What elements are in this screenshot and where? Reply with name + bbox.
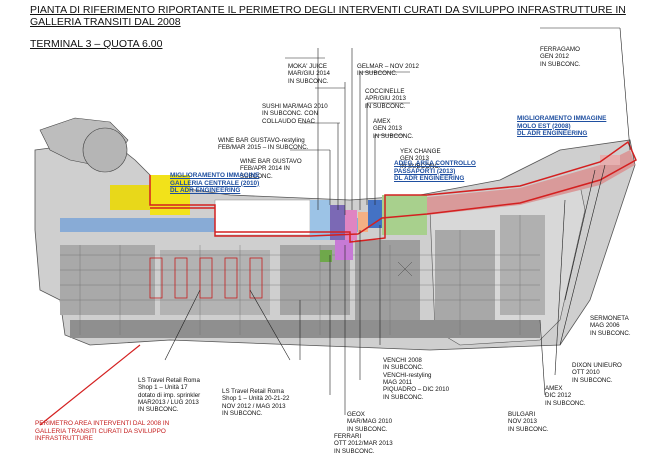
perimeter-outline [149, 140, 637, 243]
zone-molo-est [427, 150, 635, 215]
leader-lines [164, 27, 631, 415]
zone-galleria-centrale [60, 199, 360, 236]
page-subtitle: TERMINAL 3 – QUOTA 6.00 [30, 38, 163, 50]
page-title: PIANTA DI RIFERIMENTO RIPORTANTE IL PERI… [30, 4, 626, 28]
